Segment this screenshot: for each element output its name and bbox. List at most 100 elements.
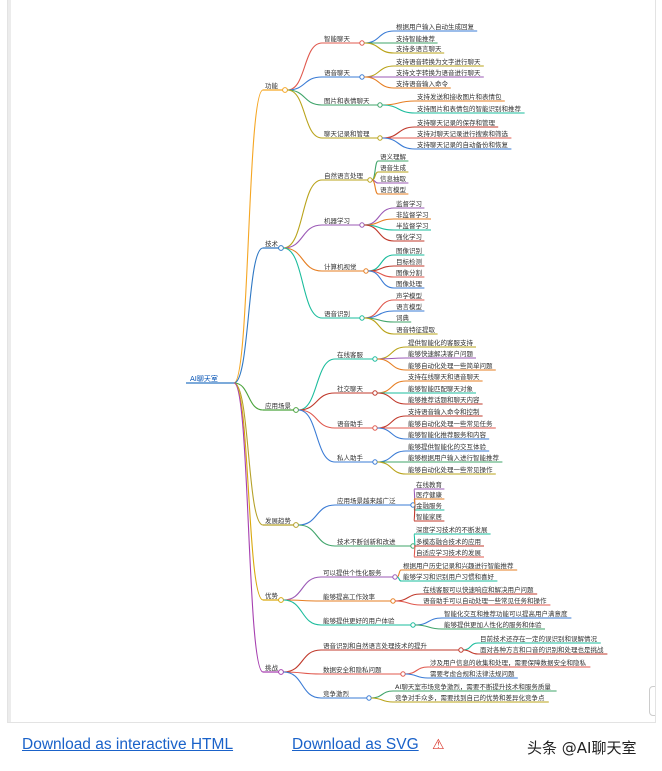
subbranch-connector (283, 649, 322, 673)
branch-collapse-toggle[interactable] (293, 407, 299, 413)
mindmap-svg[interactable]: AI聊天室功能智能聊天根据用户输入自动生成回复支持智能推荐支持多语言聊天语音聊天… (8, 0, 655, 722)
subbranch-collapse-toggle[interactable] (367, 177, 373, 183)
leaf-label: 需要考虑合规和法律法规问题 (430, 669, 515, 678)
leaf-label: 支持聊天记录的保存和管理 (417, 118, 496, 127)
subbranch-collapse-toggle[interactable] (392, 574, 398, 580)
subbranch-collapse-toggle[interactable] (359, 222, 365, 228)
subbranch-label: 语音识别和自然语言处理技术的提升 (323, 641, 428, 650)
subbranch-label: 应用场景越来越广泛 (337, 496, 396, 505)
subbranch-label: 技术不断创新和改进 (337, 537, 396, 546)
subbranch-connector (283, 224, 323, 249)
leaf-label: 语音特征提取 (396, 325, 436, 334)
subbranch-label: 自然语言处理 (324, 171, 364, 180)
branch-connector (233, 382, 264, 673)
leaf-connector (382, 104, 416, 114)
branch-label: 功能 (265, 81, 279, 90)
branch-label: 技术 (265, 239, 279, 248)
subbranch-collapse-toggle[interactable] (363, 268, 369, 274)
subbranch-connector (283, 599, 322, 626)
download-svg-link[interactable]: Download as SVG (292, 736, 419, 753)
subbranch-label: 能够提高工作效率 (323, 592, 376, 601)
subbranch-label: 智能聊天 (324, 34, 351, 43)
leaf-label: 目前技术还存在一定的误识别和误解情况 (480, 634, 598, 643)
leaf-label: 智能家居 (416, 512, 443, 521)
leaf-connector (364, 317, 395, 335)
download-html-link[interactable]: Download as interactive HTML (22, 736, 234, 753)
leaf-connector (377, 450, 407, 463)
leaf-label: 半监督学习 (396, 221, 429, 230)
leaf-label: 在线客服可以快速响应和解决用户问题 (423, 585, 534, 594)
leaf-label: 语言模型 (380, 185, 407, 194)
leaf-connector (377, 358, 407, 371)
leaf-label: 根据用户历史记录和兴趣进行智能推荐 (403, 561, 514, 570)
leaf-connector (396, 569, 402, 578)
subbranch-connector (298, 504, 336, 526)
subbranch-collapse-toggle[interactable] (359, 315, 365, 321)
leaf-label: 能够提供更加人性化的服务和体验 (444, 620, 542, 629)
subbranch-connector (283, 671, 322, 699)
subbranch-label: 机器学习 (324, 216, 350, 225)
leaf-label: 非监督学习 (396, 210, 429, 219)
subbranch-connector (298, 409, 336, 429)
subbranch-collapse-toggle[interactable] (372, 390, 378, 396)
leaf-connector (364, 42, 395, 54)
branch-connector (233, 89, 264, 384)
scroll-handle[interactable] (649, 686, 655, 716)
subbranch-collapse-toggle[interactable] (400, 671, 406, 677)
branch-collapse-toggle[interactable] (282, 87, 288, 93)
leaf-label: 医疗健康 (416, 490, 443, 499)
subbranch-collapse-toggle[interactable] (372, 356, 378, 362)
subbranch-collapse-toggle[interactable] (366, 695, 372, 701)
subbranch-collapse-toggle[interactable] (372, 425, 378, 431)
branch-label: 发展趋势 (265, 516, 292, 525)
subbranch-collapse-toggle[interactable] (377, 102, 383, 108)
subbranch-collapse-toggle[interactable] (377, 135, 383, 141)
leaf-label: 能够自动化处理一些常见任务 (408, 419, 493, 428)
subbranch-connector (283, 247, 323, 272)
branch-collapse-toggle[interactable] (278, 597, 284, 603)
leaf-label: 深度学习技术的不断发展 (416, 525, 488, 534)
footer-bar: Download as interactive HTML Download as… (0, 726, 662, 771)
subbranch-label: 聊天记录和管理 (324, 129, 370, 138)
leaf-connector (415, 624, 443, 630)
leaf-connector (364, 30, 395, 44)
leaf-label: AI聊天室市场竞争激烈，需要不断提升技术和服务质量 (395, 682, 551, 691)
subbranch-connector (287, 42, 323, 91)
leaf-label: 支持文字转换为语音进行聊天 (396, 68, 481, 77)
leaf-label: 提供智能化的客服支持 (408, 338, 474, 347)
subbranch-collapse-toggle[interactable] (410, 622, 416, 628)
leaf-label: 支持图片和表情包的智能识别和推荐 (417, 104, 522, 113)
subbranch-collapse-toggle[interactable] (359, 40, 365, 46)
subbranch-collapse-toggle[interactable] (390, 598, 396, 604)
leaf-connector (413, 504, 416, 522)
root-node-label: AI聊天室 (190, 374, 218, 383)
leaf-label: 支持语音输入命令 (396, 79, 449, 88)
subbranch-label: 社交聊天 (337, 384, 364, 393)
leaf-label: 语言模型 (396, 302, 423, 311)
leaf-label: 支持语音输入命令和控制 (408, 407, 480, 416)
leaf-connector (371, 697, 394, 703)
subbranch-label: 可以提供个性化服务 (323, 568, 382, 577)
leaf-connector (377, 415, 407, 429)
branch-connector (233, 382, 264, 411)
subbranch-collapse-toggle[interactable] (359, 74, 365, 80)
watermark-text: 头条 @AI聊天室 (527, 739, 637, 757)
leaf-label: 在线教育 (416, 480, 443, 489)
subbranch-label: 计算机视觉 (324, 262, 357, 271)
leaf-connector (377, 346, 407, 360)
branch-collapse-toggle[interactable] (278, 245, 284, 251)
subbranch-connector (298, 524, 336, 547)
subbranch-collapse-toggle[interactable] (458, 647, 464, 653)
leaf-connector (405, 673, 429, 679)
branch-collapse-toggle[interactable] (293, 522, 299, 528)
subbranch-collapse-toggle[interactable] (372, 459, 378, 465)
leaf-label: 能够提供智能化的交互体验 (408, 442, 487, 451)
leaf-connector (382, 100, 416, 106)
branch-collapse-toggle[interactable] (278, 669, 284, 675)
subbranch-label: 数据安全和隐私问题 (323, 665, 382, 674)
leaf-label: 图像识别 (396, 246, 422, 255)
leaf-label: 图像分割 (396, 268, 423, 277)
leaf-connector (377, 392, 407, 405)
leaf-connector (368, 270, 395, 289)
subbranch-label: 在线客服 (337, 350, 364, 359)
